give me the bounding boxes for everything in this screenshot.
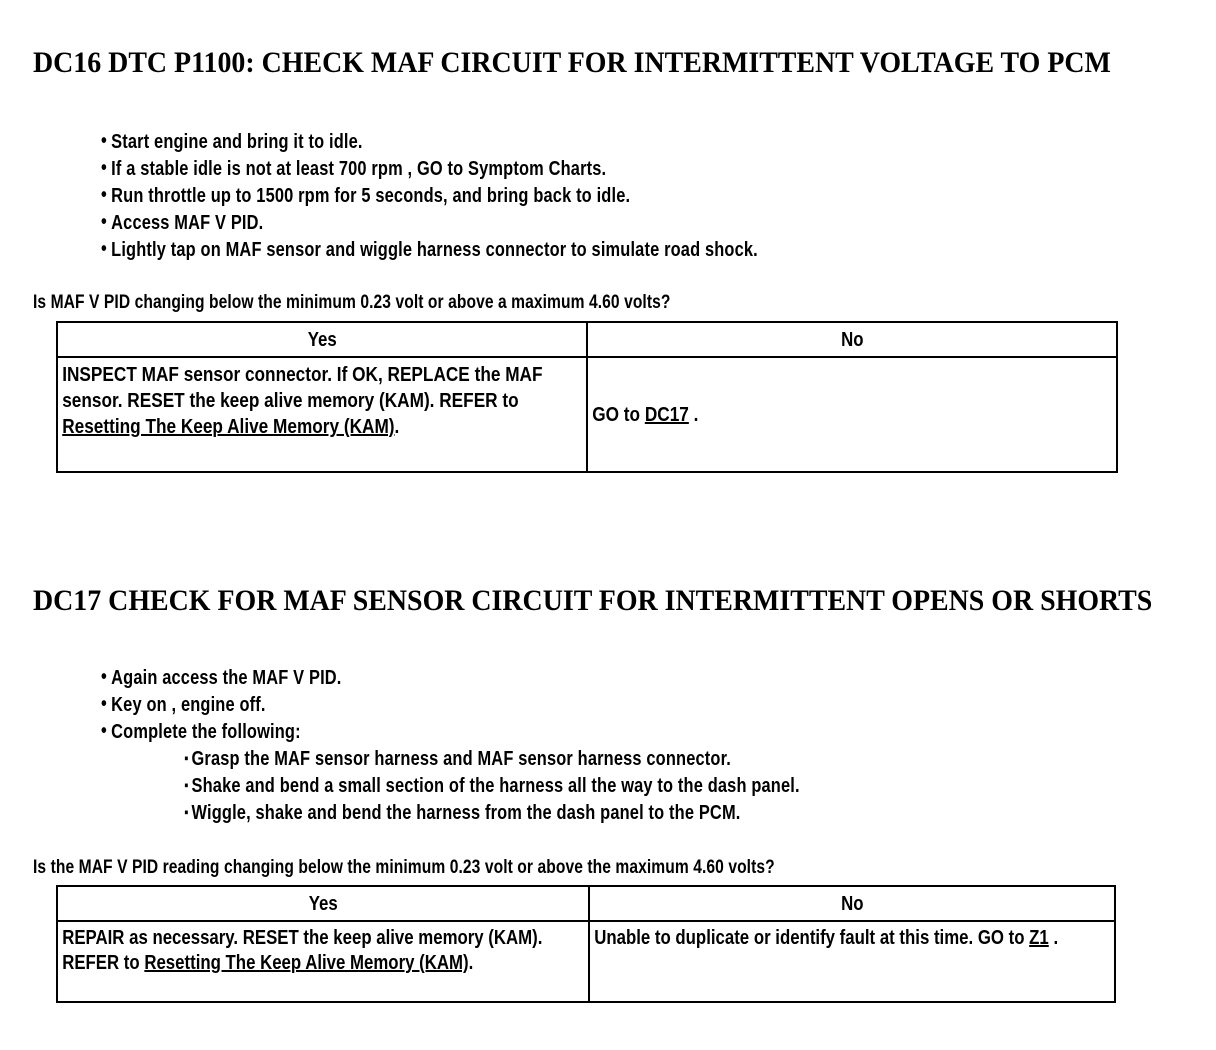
bullet-dot-icon: • <box>101 129 107 152</box>
list-item: •Access MAF V PID. <box>101 209 758 236</box>
table-cell-no-text: Unable to duplicate or identify fault at… <box>590 922 1122 957</box>
bullet-dot-icon: • <box>101 237 107 260</box>
table-header-row: Yes No <box>56 321 1118 358</box>
list-item: •Key on , engine off. <box>101 691 800 718</box>
bullet-dot-icon: • <box>101 156 107 179</box>
no-text-after-link: . <box>688 402 699 426</box>
sub-list-item: ▪Wiggle, shake and bend the harness from… <box>101 799 800 826</box>
yes-text-after-link: . <box>468 952 474 974</box>
sub-list-item: ▪Grasp the MAF sensor harness and MAF se… <box>101 745 800 772</box>
list-item-text: Lightly tap on MAF sensor and wiggle har… <box>111 238 758 261</box>
bullet-dot-icon: • <box>101 692 107 715</box>
list-item-text: Run throttle up to 1500 rpm for 5 second… <box>111 184 631 207</box>
list-item-text: Complete the following: <box>111 720 301 743</box>
table-cell-yes-action: INSPECT MAF sensor connector. If OK, REP… <box>56 356 588 473</box>
table-header-yes: Yes <box>56 321 588 358</box>
table-cell-no-action: GO to DC17 . <box>586 356 1118 473</box>
table-header-row: Yes No <box>56 885 1116 922</box>
decision-question-dc16: Is MAF V PID changing below the minimum … <box>33 291 671 313</box>
table-header-no-label: No <box>840 892 864 915</box>
list-item-text: Start engine and bring it to idle. <box>111 130 363 153</box>
bullet-square-icon: ▪ <box>184 805 189 821</box>
table-header-no: No <box>586 321 1118 358</box>
link-resetting-keep-alive-memory[interactable]: Resetting The Keep Alive Memory (KAM) <box>62 415 395 438</box>
sub-list-item-text: Grasp the MAF sensor harness and MAF sen… <box>191 747 731 770</box>
sub-list-container: ▪Grasp the MAF sensor harness and MAF se… <box>101 745 974 826</box>
list-item: •Start engine and bring it to idle. <box>101 128 758 155</box>
decision-question-dc17: Is the MAF V PID reading changing below … <box>33 856 775 878</box>
decision-table-dc17: Yes No REPAIR as necessary. RESET the ke… <box>56 885 1116 1003</box>
bullet-dot-icon: • <box>101 210 107 233</box>
table-cell-no-text: GO to DC17 . <box>588 358 1124 477</box>
table-cell-yes-action: REPAIR as necessary. RESET the keep aliv… <box>56 920 590 1003</box>
bullet-square-icon: ▪ <box>184 778 189 794</box>
yes-text-after-link: . <box>394 415 400 438</box>
table-row: REPAIR as necessary. RESET the keep aliv… <box>56 920 1116 1003</box>
list-item: •Run throttle up to 1500 rpm for 5 secon… <box>101 182 758 209</box>
bullet-dot-icon: • <box>101 183 107 206</box>
table-cell-no-action: Unable to duplicate or identify fault at… <box>588 920 1116 1003</box>
table-header-yes-label: Yes <box>308 892 338 915</box>
procedure-list-dc17: •Again access the MAF V PID. •Key on , e… <box>101 664 974 826</box>
table-row: INSPECT MAF sensor connector. If OK, REP… <box>56 356 1118 473</box>
list-item-text: Access MAF V PID. <box>111 211 264 234</box>
list-item: •If a stable idle is not at least 700 rp… <box>101 155 758 182</box>
list-item: •Complete the following: <box>101 718 800 745</box>
table-cell-yes-text: INSPECT MAF sensor connector. If OK, REP… <box>58 358 594 446</box>
decision-table-dc16: Yes No INSPECT MAF sensor connector. If … <box>56 321 1118 473</box>
sub-list-item-text: Wiggle, shake and bend the harness from … <box>191 801 741 824</box>
section-heading-dc17: DC17 CHECK FOR MAF SENSOR CIRCUIT FOR IN… <box>33 584 1153 618</box>
link-dc17[interactable]: DC17 <box>644 402 689 426</box>
table-header-no: No <box>588 885 1116 922</box>
list-item: •Lightly tap on MAF sensor and wiggle ha… <box>101 236 758 263</box>
sub-procedure-list: ▪Grasp the MAF sensor harness and MAF se… <box>101 745 974 826</box>
bullet-dot-icon: • <box>101 665 107 688</box>
procedure-list-dc16: •Start engine and bring it to idle. •If … <box>101 128 922 263</box>
bullet-dot-icon: • <box>101 719 107 742</box>
table-cell-yes-text: REPAIR as necessary. RESET the keep aliv… <box>58 922 596 982</box>
list-item-text: Again access the MAF V PID. <box>111 666 342 689</box>
table-header-yes: Yes <box>56 885 590 922</box>
table-header-no-label: No <box>840 328 864 351</box>
link-z1[interactable]: Z1 <box>1029 927 1049 949</box>
sub-list-item: ▪Shake and bend a small section of the h… <box>101 772 800 799</box>
yes-text-before-link: REPAIR as necessary. RESET the keep aliv… <box>62 927 543 974</box>
no-text-after-link: . <box>1048 927 1059 949</box>
list-item: •Again access the MAF V PID. <box>101 664 800 691</box>
list-item-text: Key on , engine off. <box>111 693 266 716</box>
table-header-yes-label: Yes <box>307 328 337 351</box>
yes-text-before-link: INSPECT MAF sensor connector. If OK, REP… <box>62 363 543 412</box>
list-item-text: If a stable idle is not at least 700 rpm… <box>111 157 607 180</box>
no-text-before-link: Unable to duplicate or identify fault at… <box>594 927 1030 949</box>
bullet-square-icon: ▪ <box>184 751 189 767</box>
section-heading-dc16: DC16 DTC P1100: CHECK MAF CIRCUIT FOR IN… <box>33 46 1111 80</box>
link-resetting-keep-alive-memory[interactable]: Resetting The Keep Alive Memory (KAM) <box>144 952 469 974</box>
sub-list-item-text: Shake and bend a small section of the ha… <box>191 774 800 797</box>
no-text-before-link: GO to <box>592 402 645 426</box>
